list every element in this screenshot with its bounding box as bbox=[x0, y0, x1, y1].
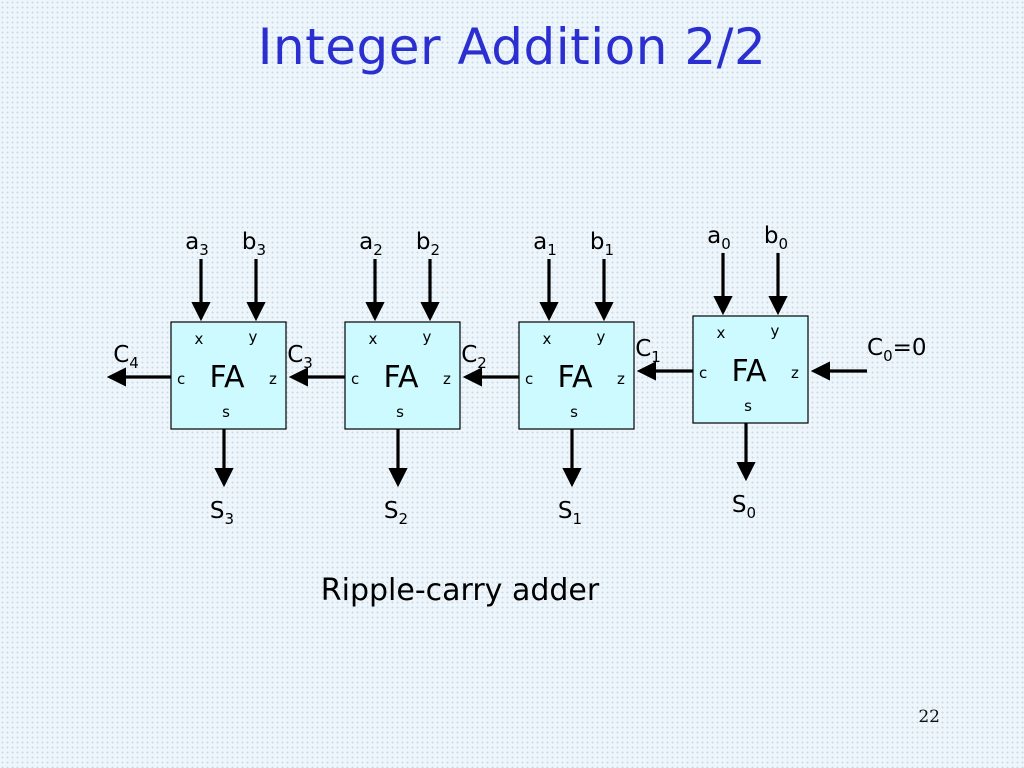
port-c-label: c bbox=[699, 364, 707, 382]
carry-in-label: C0=0 bbox=[867, 335, 927, 365]
fa-label: FA bbox=[557, 360, 593, 395]
port-z-label: z bbox=[617, 370, 625, 388]
port-c-label: c bbox=[525, 370, 533, 388]
port-s-label: s bbox=[570, 403, 578, 421]
port-x-label: x bbox=[195, 330, 204, 348]
fa-label: FA bbox=[731, 354, 767, 389]
port-y-label: y bbox=[249, 328, 258, 346]
page-number: 22 bbox=[918, 707, 940, 727]
slide-title: Integer Addition 2/2 bbox=[257, 18, 767, 76]
port-x-label: x bbox=[543, 330, 552, 348]
input-a-label: a1 bbox=[533, 229, 557, 259]
full-adder-box bbox=[344, 321, 461, 430]
fa-label: FA bbox=[383, 360, 419, 395]
full-adder-box bbox=[170, 321, 287, 430]
port-z-label: z bbox=[443, 370, 451, 388]
input-b-label: b3 bbox=[242, 229, 266, 259]
full-adder-0: a0 b0 x y c z s FA S0 C1 bbox=[635, 223, 809, 522]
sum-output-label: S3 bbox=[210, 498, 234, 528]
port-s-label: s bbox=[744, 397, 752, 415]
input-a-label: a3 bbox=[185, 229, 209, 259]
port-s-label: s bbox=[222, 403, 230, 421]
port-y-label: y bbox=[597, 328, 606, 346]
carry-out-label: C3 bbox=[287, 342, 313, 372]
sum-output-label: S2 bbox=[384, 498, 408, 528]
input-a-label: a2 bbox=[359, 229, 383, 259]
port-c-label: c bbox=[351, 370, 359, 388]
port-c-label: c bbox=[177, 370, 185, 388]
sum-output-label: S0 bbox=[732, 492, 756, 522]
input-b-label: b1 bbox=[590, 229, 614, 259]
carry-out-label: C4 bbox=[113, 342, 139, 372]
full-adder-3: a3 b3 x y c z s FA S3 C4 bbox=[106, 229, 287, 528]
port-z-label: z bbox=[791, 364, 799, 382]
input-b-label: b0 bbox=[764, 223, 788, 253]
full-adder-1: a1 b1 x y c z s FA S1 C2 bbox=[461, 229, 635, 528]
input-a-label: a0 bbox=[707, 223, 731, 253]
fa-label: FA bbox=[209, 360, 245, 395]
full-adder-2: a2 b2 x y c z s FA S2 C3 bbox=[287, 229, 461, 528]
port-s-label: s bbox=[396, 403, 404, 421]
port-y-label: y bbox=[771, 322, 780, 340]
carry-out-label: C1 bbox=[635, 336, 661, 366]
full-adder-box bbox=[692, 315, 809, 424]
port-x-label: x bbox=[369, 330, 378, 348]
diagram-caption: Ripple-carry adder bbox=[320, 573, 600, 608]
carry-out-label: C2 bbox=[461, 342, 487, 372]
sum-output-label: S1 bbox=[558, 498, 582, 528]
full-adder-box bbox=[518, 321, 635, 430]
port-x-label: x bbox=[717, 324, 726, 342]
input-b-label: b2 bbox=[416, 229, 440, 259]
port-z-label: z bbox=[269, 370, 277, 388]
port-y-label: y bbox=[423, 328, 432, 346]
